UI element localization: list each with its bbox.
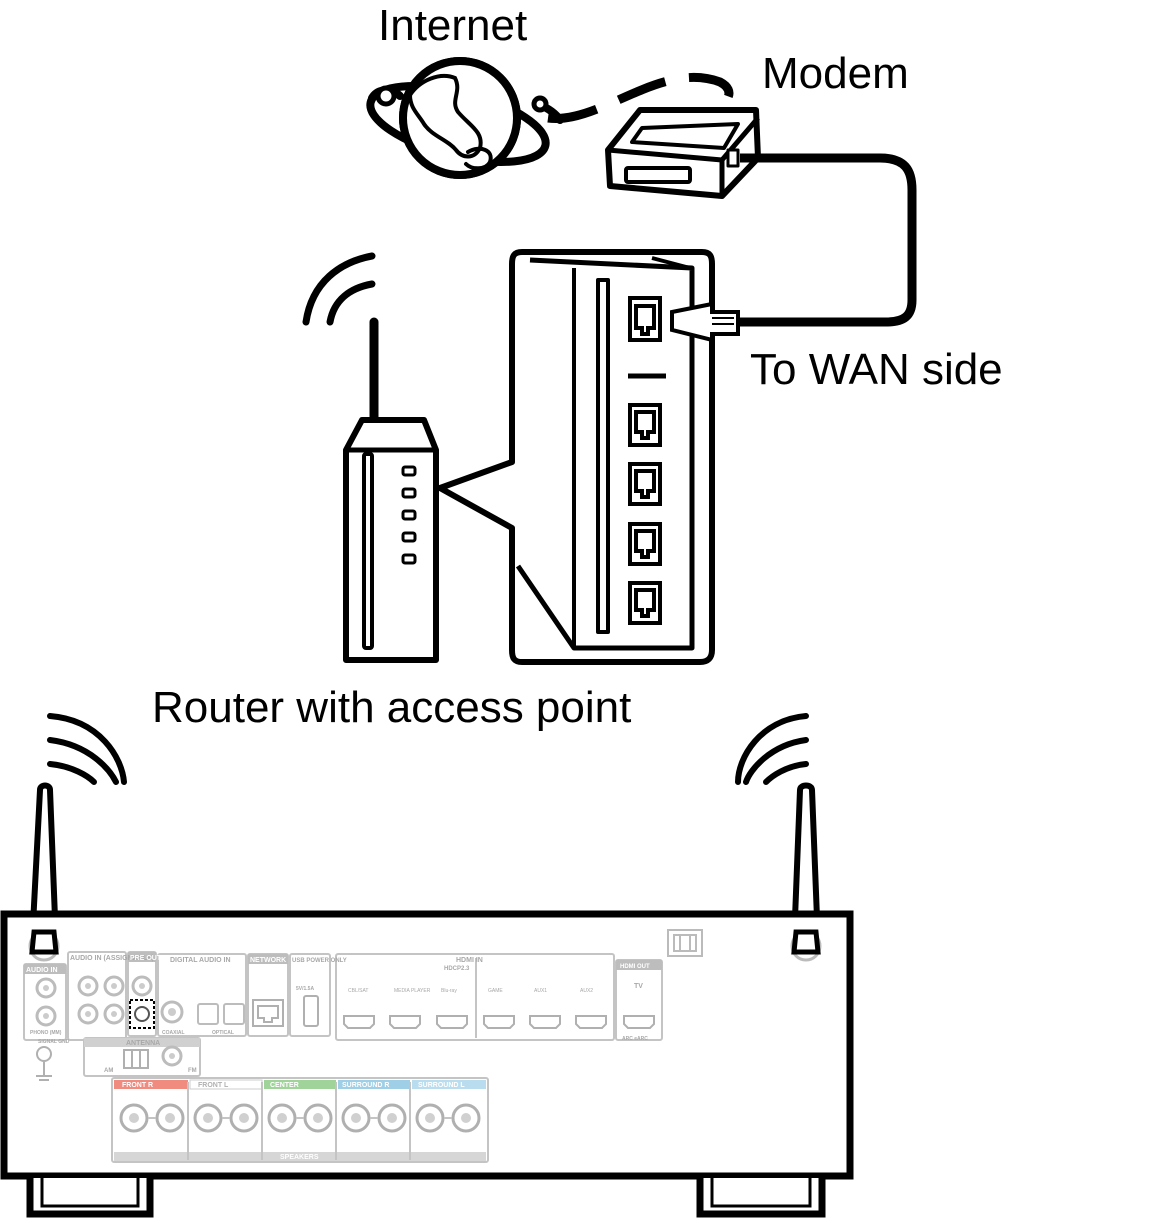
lan-port-1-icon [628,403,662,447]
speaker-group-label: SURROUND R [342,1082,389,1089]
hdmi-input-label: AUX1 [534,988,547,994]
am-label: AM [104,1068,113,1074]
speakers-label: SPEAKERS [280,1154,319,1161]
fm-label: FM [188,1068,197,1074]
speaker-group-label: FRONT R [122,1082,153,1089]
pre-out-label: PRE OUT [130,955,162,962]
phono-label: PHONO (MM) [30,1030,62,1036]
antenna-label: ANTENNA [126,1040,160,1047]
network-label: NETWORK [250,957,286,964]
wan-side-label: To WAN side [750,345,1003,394]
hdmi-input-label: GAME [488,988,503,994]
usb-label: USB POWER ONLY [292,958,347,964]
digital-audio-label: DIGITAL AUDIO IN [170,957,231,964]
wan-port-icon [628,296,662,342]
arc-label: ARC eARC [622,1036,648,1042]
lan-port-3-icon [628,522,662,566]
av-receiver: AUDIO IN AUDIO IN (ASSIGNABLE) PRE OUT D… [0,910,854,1218]
receiver-left-antenna [29,713,127,947]
brand-logo-icon [667,929,703,957]
modem-label: Modem [762,49,909,98]
tv-label: TV [634,983,643,990]
hdmi-input-label: MEDIA PLAYER [394,988,431,994]
speaker-group-label: FRONT L [198,1082,229,1089]
audio-in-label: AUDIO IN [26,967,58,974]
speaker-group-label: SURROUND L [418,1082,465,1089]
lan-ports [628,296,662,625]
modem-icon [605,107,761,199]
speaker-group-label: CENTER [270,1082,299,1089]
optical-label: OPTICAL [212,1030,234,1036]
hdcp-label: HDCP2.3 [444,966,470,972]
internet-modem-link [547,72,734,123]
wan-plug-icon [670,301,740,343]
coaxial-label: COAXIAL [162,1030,185,1036]
audio-assignable-label: AUDIO IN (ASSIGNABLE) [70,955,154,962]
hdmi-input-label: CBL/SAT [348,988,368,994]
lan-port-2-icon [628,462,662,506]
router-label: Router with access point [152,683,632,732]
lan-port-4-icon [628,581,662,625]
router-icon [302,252,439,663]
wan-cable [738,153,917,327]
receiver-right-antenna [735,713,821,947]
hdmi-input-label: AUX2 [580,988,593,994]
signal-gnd-label: SIGNAL GND [38,1039,70,1045]
usb-rating-label: 5V/1.5A [296,986,314,992]
hdmi-in-label: HDMI IN [456,957,483,964]
hdmi-out-label: HDMI OUT [620,964,650,970]
internet-label: Internet [378,1,528,50]
hdmi-input-label: Blu-ray [441,988,457,994]
globe-icon [366,57,564,179]
